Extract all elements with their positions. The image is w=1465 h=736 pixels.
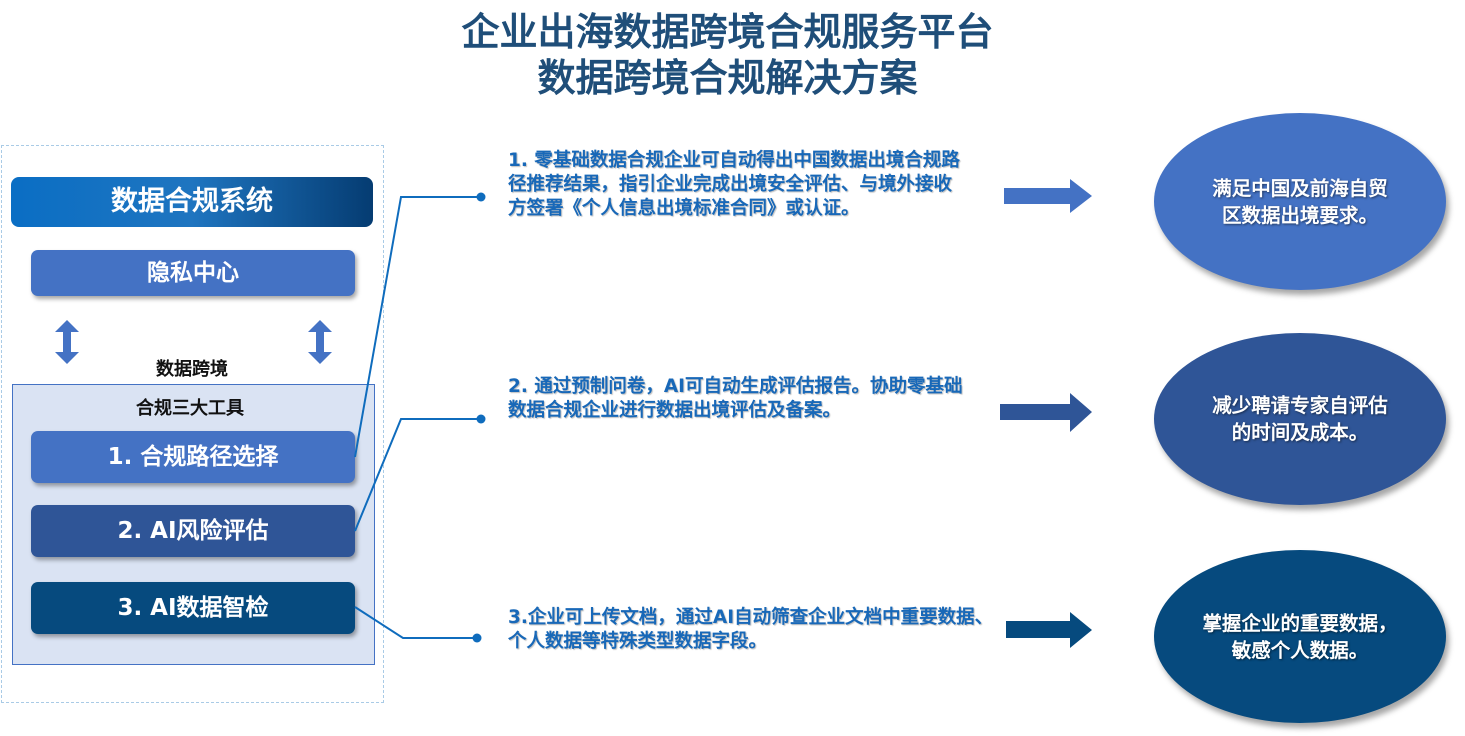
outcome-ellipse-1: 满足中国及前海自贸区数据出境要求。 bbox=[1154, 113, 1446, 290]
tools-label: 合规三大工具 bbox=[136, 398, 244, 419]
double-arrow-icon bbox=[308, 320, 332, 364]
connector-line-3 bbox=[354, 606, 477, 639]
outcome-text-1: 满足中国及前海自贸区数据出境要求。 bbox=[1212, 176, 1388, 227]
connector-line-1 bbox=[354, 196, 481, 458]
description-2: 2. 通过预制问卷，AI可自动生成评估报告。协助零基础数据合规企业进行数据出境评… bbox=[508, 376, 963, 421]
tool-ai-risk-assessment-button[interactable]: 2. AI风险评估 bbox=[31, 505, 355, 557]
system-name-banner: 数据合规系统 bbox=[11, 177, 373, 227]
tool-ai-data-inspection-button[interactable]: 3. AI数据智检 bbox=[31, 582, 355, 634]
outcome-text-2: 减少聘请专家自评估的时间及成本。 bbox=[1212, 394, 1388, 444]
description-3: 3.企业可上传文档，通过AI自动筛查企业文档中重要数据、个人数据等特殊类型数据字… bbox=[508, 607, 994, 652]
cross-border-label: 数据跨境 bbox=[156, 359, 228, 380]
outcome-ellipse-3: 掌握企业的重要数据，敏感个人数据。 bbox=[1154, 550, 1446, 723]
page-title: 企业出海数据跨境合规服务平台 bbox=[461, 10, 994, 54]
right-arrow-icon bbox=[1000, 393, 1092, 432]
description-1: 1. 零基础数据合规企业可自动得出中国数据出境合规路径推荐结果，指引企业完成出境… bbox=[508, 150, 960, 219]
connector-line-2 bbox=[354, 418, 481, 532]
connector-dot-1 bbox=[476, 192, 486, 202]
connector-dot-3 bbox=[472, 633, 482, 643]
tool-compliance-path-button[interactable]: 1. 合规路径选择 bbox=[31, 431, 355, 483]
privacy-center-button[interactable]: 隐私中心 bbox=[31, 250, 355, 296]
outcome-ellipse-2: 减少聘请专家自评估的时间及成本。 bbox=[1154, 333, 1446, 505]
right-arrow-icon bbox=[1004, 179, 1092, 213]
outcome-text-3: 掌握企业的重要数据，敏感个人数据。 bbox=[1202, 611, 1398, 662]
right-arrow-icon bbox=[1006, 612, 1092, 648]
page-subtitle: 数据跨境合规解决方案 bbox=[537, 56, 918, 100]
connector-dot-2 bbox=[476, 414, 486, 424]
system-panel bbox=[1, 145, 384, 703]
double-arrow-icon bbox=[55, 320, 79, 364]
